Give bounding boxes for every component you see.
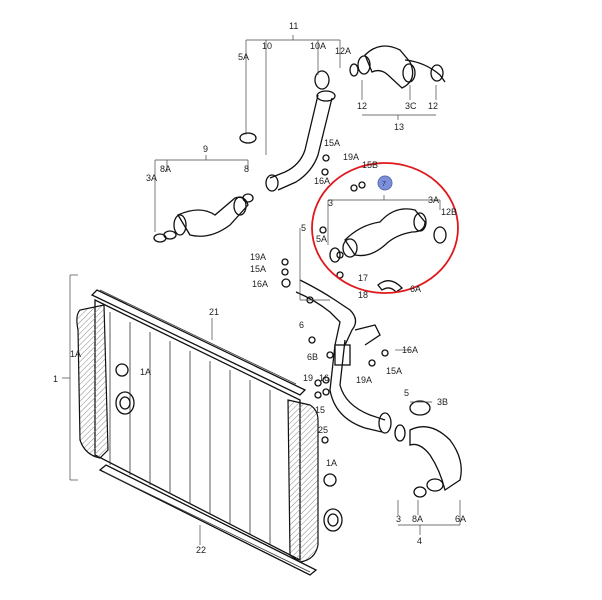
label-7: 7 (382, 181, 386, 188)
center-tube (295, 279, 392, 434)
label-13: 13 (394, 122, 404, 132)
label-11: 11 (289, 21, 298, 31)
label-12-b: 12 (428, 101, 438, 111)
label-19: 19 (303, 373, 313, 383)
label-3A-left: 3A (146, 173, 157, 183)
long-pipe-10 (239, 70, 336, 192)
label-3C: 3C (405, 101, 417, 111)
label-10: 10 (262, 41, 272, 51)
label-12-a: 12 (357, 101, 367, 111)
label-25: 25 (318, 425, 328, 435)
fasteners (115, 154, 389, 487)
label-5A: 5A (316, 234, 327, 244)
label-15A-c: 15A (386, 366, 402, 376)
label-6B: 6B (307, 352, 318, 362)
left-port (115, 391, 135, 415)
label-1A-inner: 1A (140, 367, 151, 377)
label-15A-b: 15A (250, 264, 266, 274)
label-5: 5 (301, 223, 306, 233)
label-3A-right: 3A (428, 195, 439, 205)
label-6: 6 (299, 320, 304, 330)
right-port (323, 508, 343, 532)
part-labels: 11 10 10A 12A 5A 12 3C 12 13 15A 9 19A 1… (53, 21, 466, 555)
label-15A-a: 15A (324, 138, 340, 148)
label-4: 4 (417, 536, 422, 546)
label-6A-lower: 6A (455, 514, 466, 524)
label-8A: 8A (160, 164, 171, 174)
label-9: 9 (203, 144, 208, 154)
label-3-lower: 3 (396, 514, 401, 524)
label-15B: 15B (362, 160, 378, 170)
label-22: 22 (196, 545, 206, 555)
label-12A: 12A (335, 46, 351, 56)
label-16A-c: 16A (402, 345, 418, 355)
label-16A-a: 16A (314, 176, 330, 186)
label-5-lower: 5 (404, 388, 409, 398)
label-3B: 3B (437, 397, 448, 407)
label-16: 16 (319, 373, 329, 383)
label-19A-c: 19A (356, 375, 372, 385)
part-marker (377, 175, 393, 191)
lower-hose-4 (394, 400, 462, 498)
leader-lines (62, 35, 461, 545)
intercooler (76, 289, 343, 576)
label-12B: 12B (441, 207, 457, 217)
label-17: 17 (358, 273, 368, 283)
label-1A-left: 1A (70, 349, 81, 359)
label-10A: 10A (310, 41, 326, 51)
label-1: 1 (53, 374, 58, 384)
label-19A-b: 19A (250, 252, 266, 262)
label-8A-lower: 8A (412, 514, 423, 524)
label-5A-top: 5A (238, 52, 249, 62)
label-1A-bottom: 1A (326, 458, 337, 468)
label-15: 15 (315, 405, 325, 415)
upper-right-hose (349, 45, 446, 89)
label-3: 3 (328, 198, 333, 208)
hose-9 (153, 193, 254, 243)
label-19A-a: 19A (343, 152, 359, 162)
highlight-circle (311, 162, 459, 294)
label-16A-b: 16A (252, 279, 268, 289)
label-6A: 6A (410, 284, 421, 294)
label-18: 18 (358, 290, 368, 300)
label-8: 8 (244, 164, 249, 174)
label-21: 21 (209, 307, 219, 317)
